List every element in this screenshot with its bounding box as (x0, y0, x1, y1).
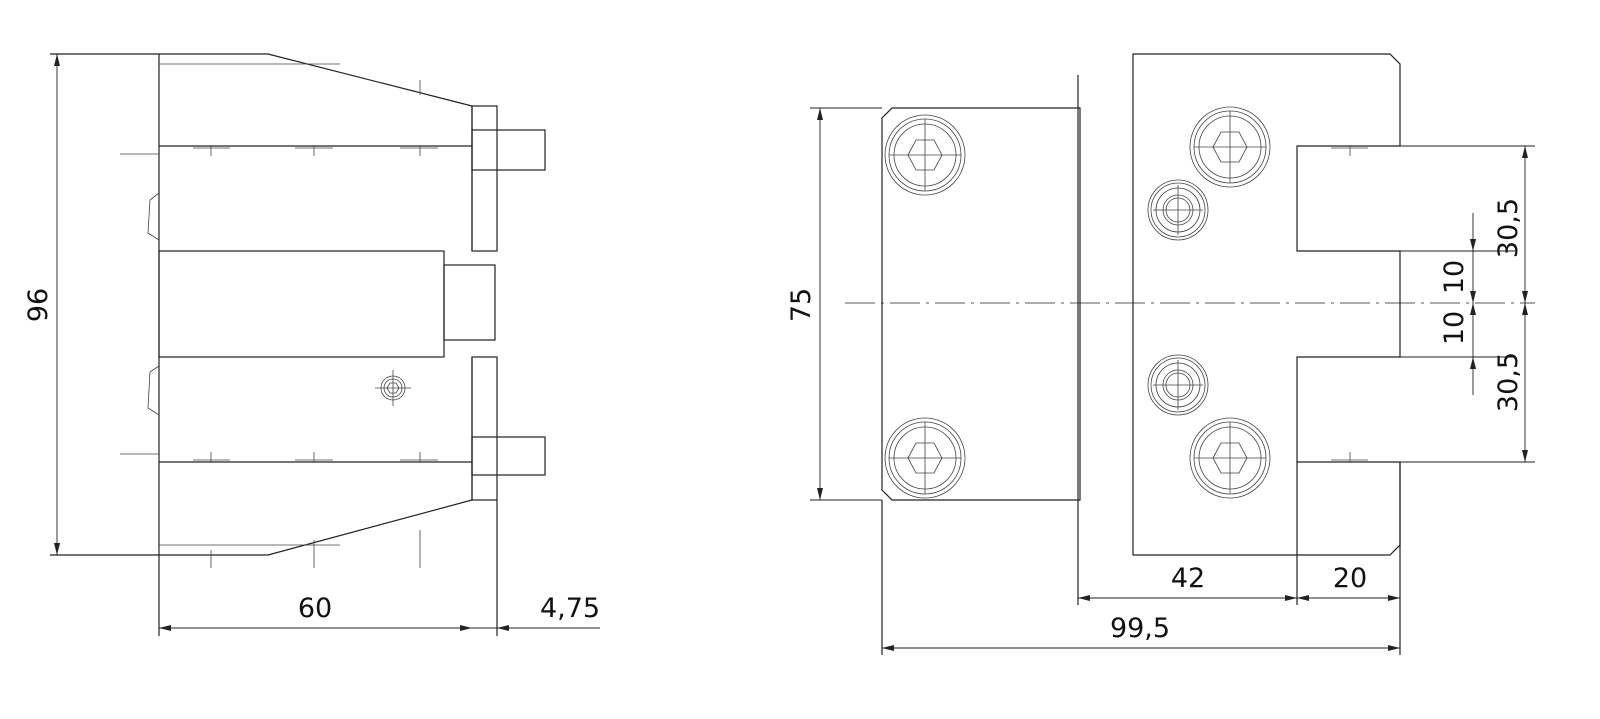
cap-screws (884, 106, 1271, 499)
dim-label-75: 75 (786, 288, 817, 322)
adjuster-icon (1147, 179, 1209, 241)
dimension-96: 96 (23, 54, 60, 555)
dim-label-60: 60 (298, 593, 332, 624)
dim-label-10-lower: 10 (1439, 311, 1470, 345)
dimension-75: 75 (786, 108, 823, 500)
dimension-4-75: 4,75 (497, 593, 600, 631)
dim-label-96: 96 (23, 288, 54, 322)
dim-label-20: 20 (1333, 563, 1367, 594)
cap-screw-icon (884, 114, 966, 196)
main-plate (1132, 53, 1401, 556)
cap-screw-icon (1189, 106, 1271, 188)
left-plate (881, 107, 1081, 501)
adjuster-icon (1147, 354, 1209, 416)
dim-label-30-5-lower: 30,5 (1493, 352, 1524, 412)
dimension-10-lower: 10 (1439, 303, 1476, 395)
dimension-42: 42 (1078, 563, 1297, 601)
side-body-outline (50, 53, 546, 636)
adjusters (1147, 179, 1209, 416)
dimension-99-5: 99,5 (882, 613, 1400, 651)
dimension-30-5-upper: 30,5 (1493, 146, 1528, 303)
side-screw (375, 370, 411, 406)
cap-screw-icon (884, 417, 966, 499)
dimension-60: 60 (159, 593, 497, 631)
dimension-30-5-lower: 30,5 (1493, 303, 1528, 462)
dim-label-99-5: 99,5 (1110, 613, 1170, 644)
front-view: 75 30,5 30,5 10 10 42 20 (786, 53, 1535, 655)
dim-label-42: 42 (1171, 563, 1205, 594)
cap-screw-icon (1189, 417, 1271, 499)
dim-label-30-5-upper: 30,5 (1493, 198, 1524, 258)
dim-label-10-upper: 10 (1439, 260, 1470, 294)
dimension-10-upper: 10 (1439, 213, 1476, 303)
side-view: 96 60 4,75 (23, 53, 600, 636)
dim-label-4-75: 4,75 (540, 593, 600, 624)
dimension-20: 20 (1297, 563, 1400, 601)
